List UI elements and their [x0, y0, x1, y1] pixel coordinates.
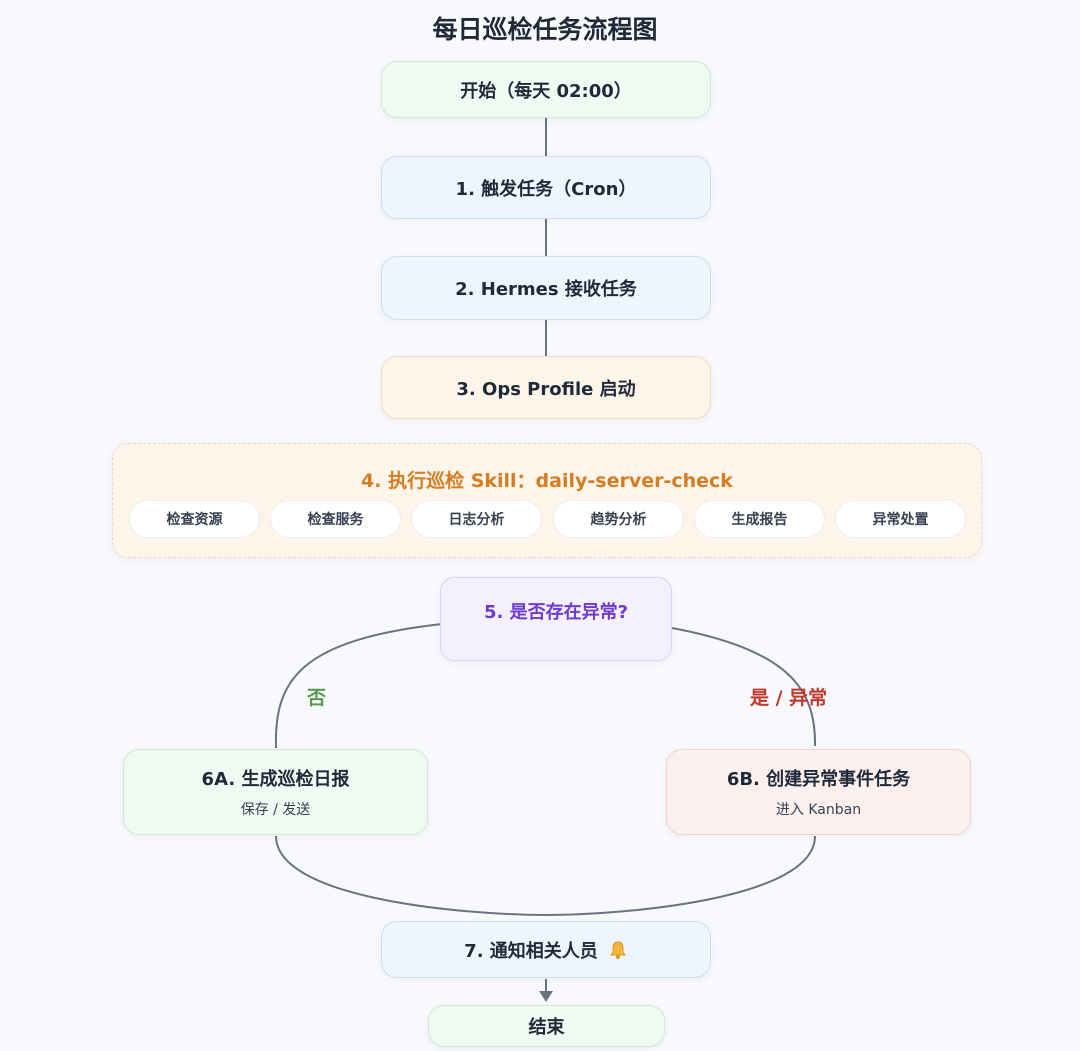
- step7-label: 7. 通知相关人员: [464, 940, 598, 962]
- connector-decision-no: [274, 623, 443, 749]
- decision-node: 5. 是否存在异常?: [440, 577, 672, 661]
- substep-check-services: 检查服务: [270, 500, 401, 538]
- bell-icon: [608, 940, 628, 960]
- connector-6b-merge: [545, 835, 816, 916]
- step2-label: 2. Hermes 接收任务: [455, 279, 637, 300]
- step7-node: 7. 通知相关人员: [381, 921, 711, 978]
- decision-label: 5. 是否存在异常?: [483, 602, 629, 623]
- start-node-label: 开始（每天 02:00）: [460, 80, 632, 102]
- substep-generate-report: 生成报告: [694, 500, 825, 538]
- step1-label: 1. 触发任务（Cron）: [455, 178, 637, 200]
- step6a-title: 6A. 生成巡检日报: [201, 769, 350, 790]
- step1-node: 1. 触发任务（Cron）: [381, 156, 711, 219]
- step6b-title: 6B. 创建异常事件任务: [726, 769, 911, 790]
- step3-node: 3. Ops Profile 启动: [381, 356, 711, 419]
- substep-anomaly-handling: 异常处置: [835, 500, 966, 538]
- diagram-title: 每日巡检任务流程图: [432, 15, 658, 44]
- arrow-head: [539, 991, 553, 1002]
- substep-trend-analysis: 趋势分析: [553, 500, 684, 538]
- end-label: 结束: [528, 1017, 565, 1038]
- connector-6a-merge: [275, 835, 547, 916]
- step6b-node: 6B. 创建异常事件任务 进入 Kanban: [666, 749, 971, 835]
- start-node: 开始（每天 02:00）: [381, 61, 711, 118]
- branch-label-no: 否: [307, 687, 327, 709]
- substep-check-resources: 检查资源: [129, 500, 260, 538]
- skill-execution-group: 4. 执行巡检 Skill：daily-server-check 检查资源 检查…: [112, 443, 982, 558]
- end-node: 结束: [428, 1005, 665, 1047]
- step6a-node: 6A. 生成巡检日报 保存 / 发送: [123, 749, 428, 835]
- step3-label: 3. Ops Profile 启动: [456, 378, 636, 400]
- substep-log-analysis: 日志分析: [411, 500, 542, 538]
- skill-title: 4. 执行巡检 Skill：daily-server-check: [361, 470, 733, 492]
- connector-decision-yes: [671, 627, 817, 747]
- step6b-subtitle: 进入 Kanban: [775, 802, 862, 818]
- step2-node: 2. Hermes 接收任务: [381, 256, 711, 320]
- branch-label-yes: 是 / 异常: [750, 687, 828, 709]
- step6a-subtitle: 保存 / 发送: [240, 802, 311, 818]
